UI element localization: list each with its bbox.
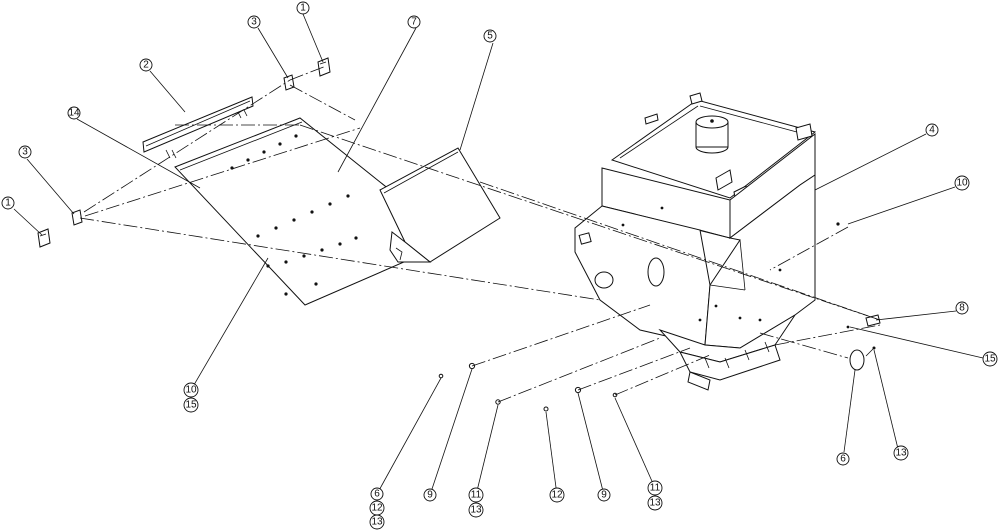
callout-1-top: 1 [296, 1, 310, 15]
floor-plate-holes [230, 134, 358, 296]
callout-label: 9 [601, 490, 607, 501]
callout-6-right: 6 [836, 452, 850, 466]
cover-plate-part-2 [142, 96, 254, 159]
callout-11-13-right: 11 13 [647, 480, 663, 511]
callout-15-right: 15 [982, 351, 998, 367]
callout-12: 12 [549, 487, 565, 503]
callout-3-top: 3 [247, 15, 261, 29]
callout-2: 2 [139, 58, 153, 72]
callout-14: 14 [67, 106, 81, 120]
callout-6-12-13: 6 12 13 [369, 487, 385, 530]
callout-10-right: 10 [954, 175, 970, 191]
callout-3-left: 3 [18, 145, 32, 159]
callout-8: 8 [955, 301, 969, 315]
hopper-detail-holes [621, 206, 782, 322]
callout-label: 15 [984, 354, 996, 365]
callout-label: 10 [956, 178, 968, 189]
callout-label: 11 [471, 490, 482, 501]
washer-part-6 [849, 349, 865, 371]
callout-label: 11 [650, 483, 661, 494]
bracket-part-8 [865, 314, 881, 327]
callout-label: 4 [929, 125, 935, 136]
callout-label: 1 [300, 3, 306, 14]
callout-9-left: 9 [423, 488, 437, 502]
callout-label: 14 [68, 108, 80, 119]
floor-plate [174, 117, 421, 306]
fastener-part-13 [865, 346, 876, 357]
callout-label: 15 [185, 400, 197, 411]
callout-label: 1 [5, 198, 11, 209]
callout-label: 13 [371, 517, 383, 528]
hopper-tank-part-4 [574, 92, 817, 391]
leader-lines [13, 13, 984, 496]
callout-label: 7 [411, 17, 417, 28]
angled-panel-part-5 [379, 147, 501, 263]
bracket-clip-part-3-left [71, 209, 83, 226]
callout-label: 13 [470, 505, 482, 516]
bracket-clip-part-1-right [317, 57, 331, 77]
callout-label: 10 [185, 385, 197, 396]
callout-label: 6 [374, 489, 380, 500]
callout-label: 6 [840, 454, 846, 465]
callout-label: 2 [143, 60, 149, 71]
callout-label: 3 [251, 17, 257, 28]
callout-label: 12 [551, 490, 563, 501]
assembly-lines [79, 65, 881, 403]
callout-13-right: 13 [893, 445, 909, 461]
callout-label: 5 [487, 31, 493, 42]
callout-5: 5 [483, 29, 497, 43]
callout-label: 3 [22, 147, 28, 158]
callout-9-right: 9 [597, 488, 611, 502]
callout-7: 7 [407, 15, 421, 29]
callout-label: 9 [427, 490, 433, 501]
callout-4: 4 [925, 123, 939, 137]
callout-10-15-left: 10 15 [183, 382, 199, 413]
callout-label: 12 [371, 503, 383, 514]
callout-11-13-left: 11 13 [468, 487, 484, 518]
callout-1-left: 1 [1, 196, 15, 210]
bracket-clip-part-1-left [37, 228, 51, 248]
callout-label: 13 [895, 448, 907, 459]
callout-label: 8 [959, 303, 965, 314]
callout-label: 13 [649, 498, 661, 509]
bracket-clip-part-3-right [283, 74, 295, 91]
